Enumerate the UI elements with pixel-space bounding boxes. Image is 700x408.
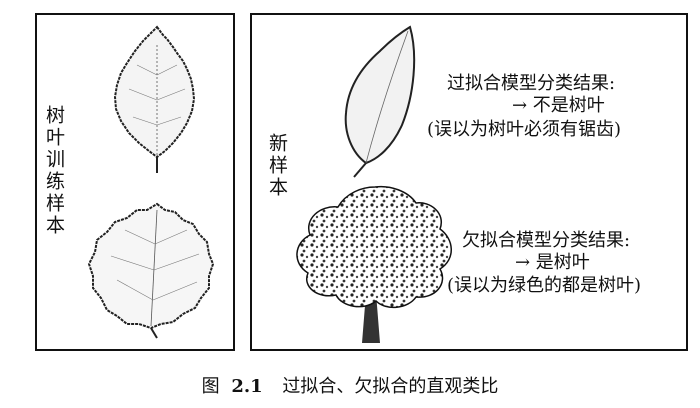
overfit-title: 过拟合模型分类结果: [447, 73, 616, 94]
underfit-result: → 是树叶 [515, 252, 590, 273]
serrated-leaf-illustration [113, 25, 196, 173]
underfit-reason: (误以为绿色的都是树叶) [447, 275, 642, 296]
overfit-result: → 不是树叶 [512, 95, 605, 116]
training-samples-panel: 树叶训练样本 [35, 13, 235, 351]
smooth-leaf-illustration [344, 25, 416, 178]
training-samples-label: 树叶训练样本 [43, 105, 65, 237]
new-samples-panel: 新样本 过拟合模型分类结果: → 不是树叶 (误以为树叶必须有锯齿) 欠拟合模型… [250, 13, 688, 351]
overfit-reason: (误以为树叶必须有锯齿) [427, 119, 622, 140]
tree-illustration [296, 185, 452, 343]
round-leaf-illustration [87, 202, 215, 339]
figure-caption: 图 2.1 过拟合、欠拟合的直观类比 [0, 372, 700, 398]
caption-prefix: 图 [201, 376, 220, 397]
caption-number: 2.1 [231, 376, 263, 397]
new-samples-label: 新样本 [266, 133, 288, 199]
underfit-title: 欠拟合模型分类结果: [462, 230, 631, 251]
caption-text: 过拟合、欠拟合的直观类比 [282, 376, 499, 397]
